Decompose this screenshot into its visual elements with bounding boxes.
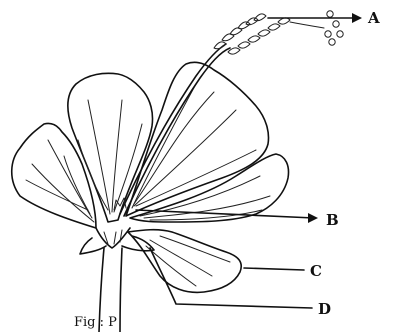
petal-upper-right [126,62,269,216]
stigma [290,11,343,45]
pointer-c [244,268,304,270]
pointer-a [268,13,362,23]
label-c: C [310,262,322,280]
petal-lower-right [128,230,241,293]
pointer-d [150,248,312,308]
figure-caption: Fig : P [74,315,117,330]
anthers [214,14,290,54]
label-d: D [318,300,331,318]
label-a: A [367,9,380,27]
petal-left [12,123,96,228]
label-b: B [326,211,339,229]
